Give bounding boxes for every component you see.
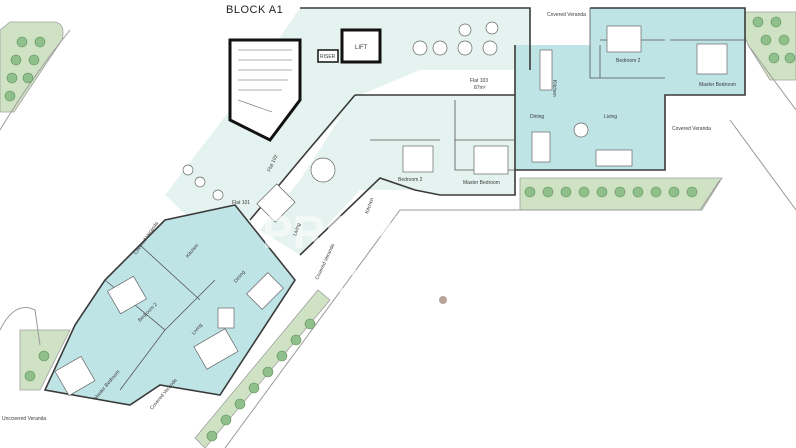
sofa-center [256, 183, 296, 223]
center-kitchen: Kitchen [364, 197, 375, 215]
garden-bottom-strip [194, 289, 331, 448]
lift-label: LIFT [355, 45, 368, 51]
flat-east-fill [515, 8, 745, 170]
flat-103-name: Flat 103 [470, 78, 488, 84]
garden-top-right [734, 11, 796, 81]
outline-right [224, 44, 796, 448]
east-living: Living [604, 114, 617, 120]
flat-center-fill [260, 95, 515, 255]
bed-master-east [696, 43, 728, 75]
bed-master-west [54, 355, 96, 397]
center-bedroom2: Bedroom 2 [398, 177, 423, 183]
flat-west-fill [45, 205, 295, 405]
lift-core [340, 28, 382, 64]
east-dining: Dining [530, 114, 544, 120]
riser-box [317, 49, 339, 63]
bed-bedroom2-east [606, 25, 642, 53]
bed-bedroom2-west [107, 275, 147, 315]
garden-areas [0, 11, 796, 448]
east-kitchen: Kitchen [551, 80, 557, 97]
dining-table-center [310, 157, 336, 183]
table-east [573, 122, 589, 138]
garden-top-left [0, 21, 64, 113]
riser-label: RISER [320, 54, 336, 60]
west-uncovered-veranda: Uncovered Veranda [2, 416, 46, 422]
sofa-west [193, 328, 239, 370]
furniture [54, 21, 728, 397]
sofa-east [595, 149, 633, 167]
east-master-bedroom: Master Bedroom [699, 82, 736, 88]
dining-table-east [531, 131, 551, 163]
center-living: Living [292, 222, 302, 237]
center-master-bedroom: Master Bedroom [463, 180, 500, 186]
watermark-line2: HOUSE [300, 257, 442, 301]
dining-table-west [246, 272, 284, 310]
flat-103-area: 87m² [474, 85, 486, 91]
kitchen-counter-east [539, 49, 553, 91]
bed-master-center [473, 145, 509, 175]
watermark: PROPERTY HOUSE [262, 206, 515, 301]
east-bedroom2: Bedroom 2 [616, 58, 641, 64]
outline-bottom-left [0, 307, 41, 346]
unit-fills [45, 8, 745, 405]
marker-dot [439, 296, 447, 304]
block-title: BLOCK A1 [226, 4, 283, 16]
table-west [217, 307, 235, 329]
bed-bedroom2-center [402, 145, 434, 173]
corridor [165, 8, 530, 228]
east-covered-veranda-top: Covered Veranda [547, 12, 586, 18]
watermark-line1: PROPERTY [262, 206, 515, 258]
tree-markers [4, 16, 796, 442]
east-covered-veranda: Covered Veranda [672, 126, 711, 132]
flat-101-name: Flat 101 [232, 200, 250, 206]
